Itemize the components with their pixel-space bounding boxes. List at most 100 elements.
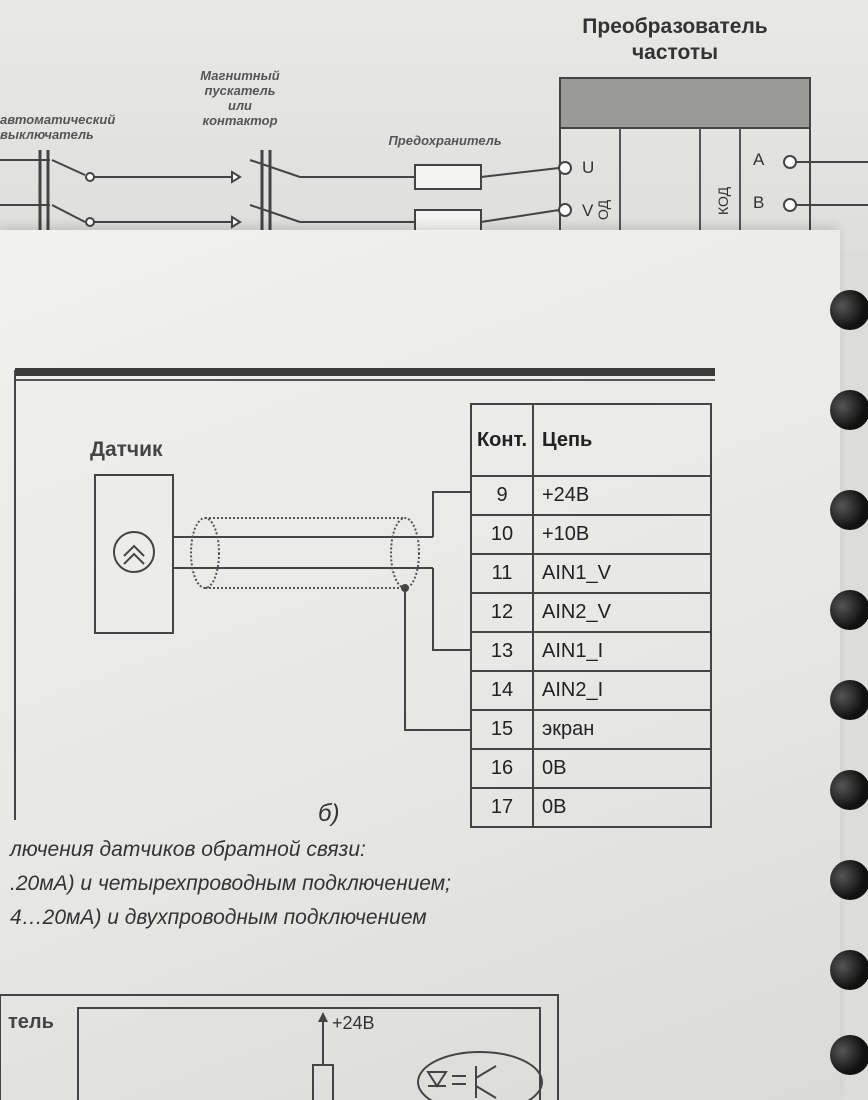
contactor-label-3: или <box>228 98 252 113</box>
spiral-ring <box>830 590 868 630</box>
figure-label: б) <box>318 800 340 827</box>
caption-line-2: .20мА) и четырехпроводным подключением; <box>10 872 451 895</box>
sensor-icon <box>113 531 155 573</box>
terminal-v-node <box>558 203 572 217</box>
inverter-title-line2: частоты <box>631 41 719 64</box>
table-row: 9+24В <box>470 475 712 516</box>
circuit-cell: AIN1_V <box>532 553 712 594</box>
caption-line-1: лючения датчиков обратной связи: <box>10 838 366 861</box>
optocoupler-outline <box>417 1051 543 1100</box>
breaker-switch-1 <box>51 159 86 176</box>
contactor-arrow-2 <box>231 215 242 229</box>
sensor-wiring-svg <box>94 474 470 731</box>
auto-breaker-label-1: автоматический <box>0 112 115 127</box>
circuit-cell: 0В <box>532 748 712 789</box>
spiral-ring <box>830 390 868 430</box>
transistor-emitter <box>475 1085 497 1099</box>
header-contact: Конт. <box>470 403 534 477</box>
wire-2-out <box>480 209 560 223</box>
bottom-diagram-svg: тель +24В <box>0 994 559 1100</box>
header-circuit: Цепь <box>532 403 712 477</box>
contact-cell: 17 <box>470 787 534 828</box>
terminal-b-node <box>783 198 797 212</box>
sensor-label: Датчик <box>90 438 163 461</box>
auto-breaker-label-2: выключатель <box>0 127 94 142</box>
shield-end-right <box>390 517 420 589</box>
spiral-ring <box>830 680 868 720</box>
breaker-contact-2 <box>85 217 95 227</box>
power-wiring-svg: автоматический выключатель Магнитный пус… <box>0 68 868 250</box>
sensor-chevron-icon <box>123 544 145 565</box>
breaker-contact-1 <box>85 172 95 182</box>
contact-cell: 15 <box>470 709 534 750</box>
fuse-1 <box>414 164 482 190</box>
contact-cell: 12 <box>470 592 534 633</box>
contact-cell: 16 <box>470 748 534 789</box>
table-row: 10+10В <box>470 514 712 555</box>
wire-1-out <box>480 167 560 178</box>
section-rule-thin <box>15 379 715 381</box>
circuit-cell: 0В <box>532 787 712 828</box>
table-header-row: Конт. Цепь <box>470 403 712 477</box>
section-rule <box>15 368 715 376</box>
voltage-arrow-icon <box>318 1012 328 1022</box>
contact-cell: 10 <box>470 514 534 555</box>
circuit-cell: экран <box>532 709 712 750</box>
wire-to-terminal-9 <box>432 491 470 537</box>
bottom-outer-frame <box>0 994 559 1100</box>
vertical-label-kod: КОД <box>715 186 731 215</box>
terminal-u-label: U <box>582 158 594 177</box>
terminal-u-node <box>558 161 572 175</box>
resistor <box>312 1064 334 1100</box>
spiral-ring <box>830 770 868 810</box>
shield-end-left <box>190 517 220 589</box>
inverter-title: Преобразователь частоты <box>545 14 805 66</box>
contact-cell: 13 <box>470 631 534 672</box>
contactor-label-4: контактор <box>202 113 277 128</box>
terminal-a-node <box>783 155 797 169</box>
bottom-side-label: тель <box>8 1011 54 1033</box>
led-icon <box>426 1071 448 1088</box>
circuit-cell: AIN2_I <box>532 670 712 711</box>
contactor-label-2: пускатель <box>205 83 276 98</box>
circuit-cell: AIN1_I <box>532 631 712 672</box>
spiral-ring <box>830 950 868 990</box>
voltage-label: +24В <box>332 1013 375 1033</box>
breaker-switch-2 <box>51 204 86 223</box>
vertical-label-od: ОД <box>595 199 611 220</box>
spiral-ring <box>830 1035 868 1075</box>
contact-cell: 14 <box>470 670 534 711</box>
contactor-label-1: Магнитный <box>200 68 279 83</box>
sensor-box <box>94 474 174 634</box>
spiral-ring <box>830 860 868 900</box>
transistor-collector <box>475 1065 497 1079</box>
terminal-b-label: B <box>753 193 764 212</box>
inverter-title-line1: Преобразователь <box>582 15 768 38</box>
circuit-cell: +24В <box>532 475 712 516</box>
terminal-a-label: A <box>753 150 765 169</box>
contact-cell: 11 <box>470 553 534 594</box>
caption-line-3: 4…20мА) и двухпроводным подключением <box>10 906 427 929</box>
spiral-ring <box>830 490 868 530</box>
bottom-inner-frame <box>77 1007 541 1100</box>
left-frame-edge <box>14 370 16 820</box>
circuit-cell: +10В <box>532 514 712 555</box>
contact-cell: 9 <box>470 475 534 516</box>
contactor-switch-2 <box>249 204 301 223</box>
wire-to-terminal-15 <box>404 588 470 731</box>
terminal-v-label: V <box>582 201 594 220</box>
circuit-cell: AIN2_V <box>532 592 712 633</box>
wire-to-terminal-13 <box>432 568 470 651</box>
inverter-box-header <box>559 77 811 129</box>
contactor-arrow-1 <box>231 170 242 184</box>
contactor-switch-1 <box>249 159 301 178</box>
